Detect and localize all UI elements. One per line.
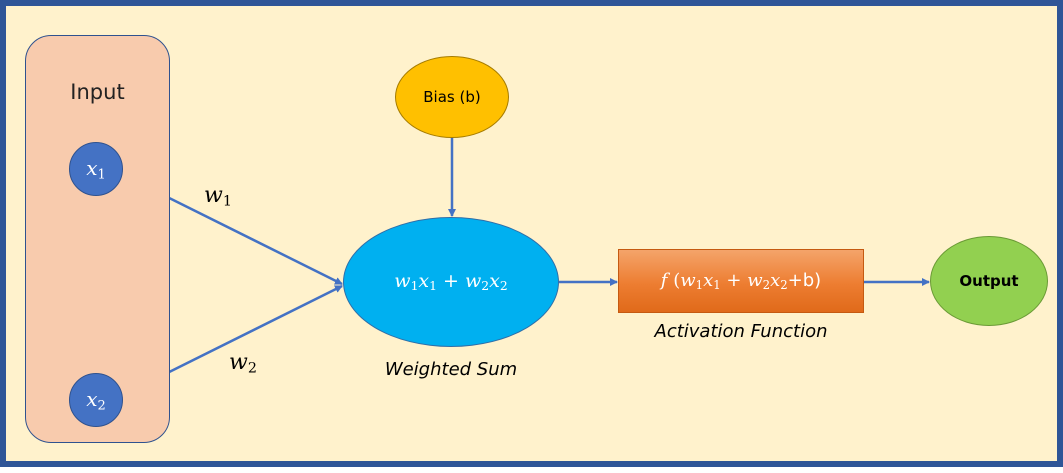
- output-node: Output: [930, 236, 1048, 326]
- weighted-sum-formula: w1x1 + w2x2: [394, 270, 508, 294]
- activation-function-box: f (w1x1 + w2x2+b): [618, 249, 864, 313]
- output-label: Output: [959, 272, 1019, 290]
- weight-label-w2: w2: [229, 350, 257, 377]
- input-node-x2: x2: [69, 373, 123, 427]
- x2-label: x2: [86, 386, 106, 414]
- activation-caption: Activation Function: [654, 321, 828, 342]
- input-title: Input: [70, 80, 125, 104]
- activation-formula: f (w1x1 + w2x2+b): [660, 270, 822, 292]
- weighted-sum-node: w1x1 + w2x2: [343, 217, 559, 347]
- weight-label-w1: w1: [204, 183, 232, 210]
- input-node-x1: x1: [69, 142, 123, 196]
- bias-label: Bias (b): [423, 88, 481, 106]
- weighted-sum-caption: Weighted Sum: [384, 359, 518, 380]
- x1-label: x1: [86, 155, 106, 183]
- bias-node: Bias (b): [395, 56, 509, 138]
